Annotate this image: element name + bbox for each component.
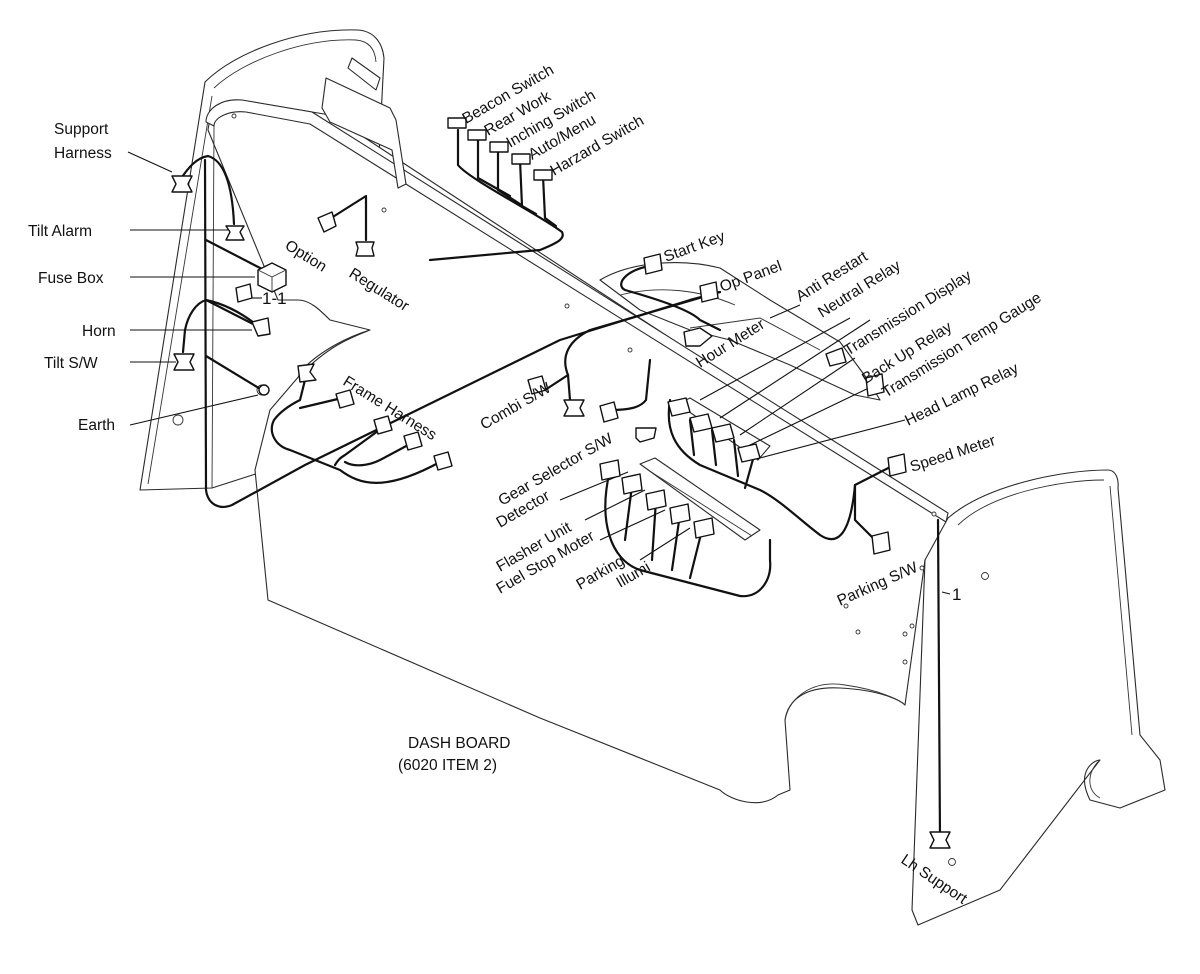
label-fuse-box: Fuse Box xyxy=(38,270,104,287)
connector-detector xyxy=(599,459,621,481)
connector-inching-switch xyxy=(489,141,509,153)
connector-rear-work xyxy=(467,129,487,141)
label-tilt-sw: Tilt S/W xyxy=(44,355,98,372)
label-dash-board: DASH BOARD xyxy=(408,735,511,752)
connector-hour-meter xyxy=(683,327,713,347)
connector-parking xyxy=(669,503,691,525)
connector-neutral-relay xyxy=(689,413,713,433)
top-bracket xyxy=(321,77,407,189)
connector-option xyxy=(317,211,337,233)
connector-frame-1 xyxy=(297,363,317,383)
connector-frame-5 xyxy=(433,451,453,471)
connector-combi-sw xyxy=(527,375,547,395)
connector-beacon-switch xyxy=(447,117,467,129)
connector-regulator xyxy=(355,241,375,257)
instrument-cowl xyxy=(599,262,881,401)
label-fuse-1-1: 1-1 xyxy=(262,289,287,308)
connector-horn xyxy=(251,317,271,337)
connector-auto-menu xyxy=(511,153,531,165)
connector-lh-support xyxy=(929,831,951,849)
label-item-1: 1 xyxy=(952,585,961,604)
connector-flasher-unit xyxy=(621,473,643,495)
label-tilt-alarm: Tilt Alarm xyxy=(28,223,92,240)
connector-head-lamp-relay xyxy=(737,443,761,463)
wiring-harness xyxy=(178,128,942,842)
switch-panel xyxy=(639,457,761,541)
leader-lines xyxy=(127,151,906,561)
connectors xyxy=(171,117,951,849)
connector-speed-meter xyxy=(887,453,907,477)
connector-frame-2 xyxy=(335,389,355,409)
label-start-key: Start Key xyxy=(662,228,728,266)
label-horn: Horn xyxy=(82,323,116,340)
connector-gear-selector-2 xyxy=(635,427,657,443)
connector-illumi xyxy=(693,517,715,539)
connector-gear-selector xyxy=(599,401,619,423)
connector-harzard-switch xyxy=(533,169,553,181)
connector-start-key xyxy=(643,253,663,275)
connector-combi-sw-2 xyxy=(563,399,585,417)
label-earth: Earth xyxy=(78,417,115,434)
connector-support-harness xyxy=(171,175,193,193)
connector-op-panel xyxy=(699,281,719,303)
label-harness: Harness xyxy=(54,145,112,162)
connector-transmission-temp xyxy=(865,373,885,397)
label-support: Support xyxy=(54,121,109,138)
right-support-panel xyxy=(911,469,1166,926)
connector-tilt-alarm xyxy=(225,225,245,241)
connector-back-up-relay xyxy=(711,423,735,443)
connector-frame-4 xyxy=(403,431,423,451)
fuse-1-1 xyxy=(235,283,253,303)
label-speed-meter: Speed Meter xyxy=(908,432,998,476)
connector-parking-sw xyxy=(871,531,891,555)
panel-outlines xyxy=(139,29,1166,926)
connector-transmission-display xyxy=(825,347,847,367)
connector-anti-restart xyxy=(667,397,691,417)
connector-frame-3 xyxy=(373,415,393,435)
connector-fuel-stop xyxy=(645,489,667,511)
earth-terminal xyxy=(258,384,270,396)
top-tab xyxy=(347,57,381,91)
connector-tilt-sw xyxy=(173,353,195,371)
label-dash-board-item: (6020 ITEM 2) xyxy=(398,757,497,774)
